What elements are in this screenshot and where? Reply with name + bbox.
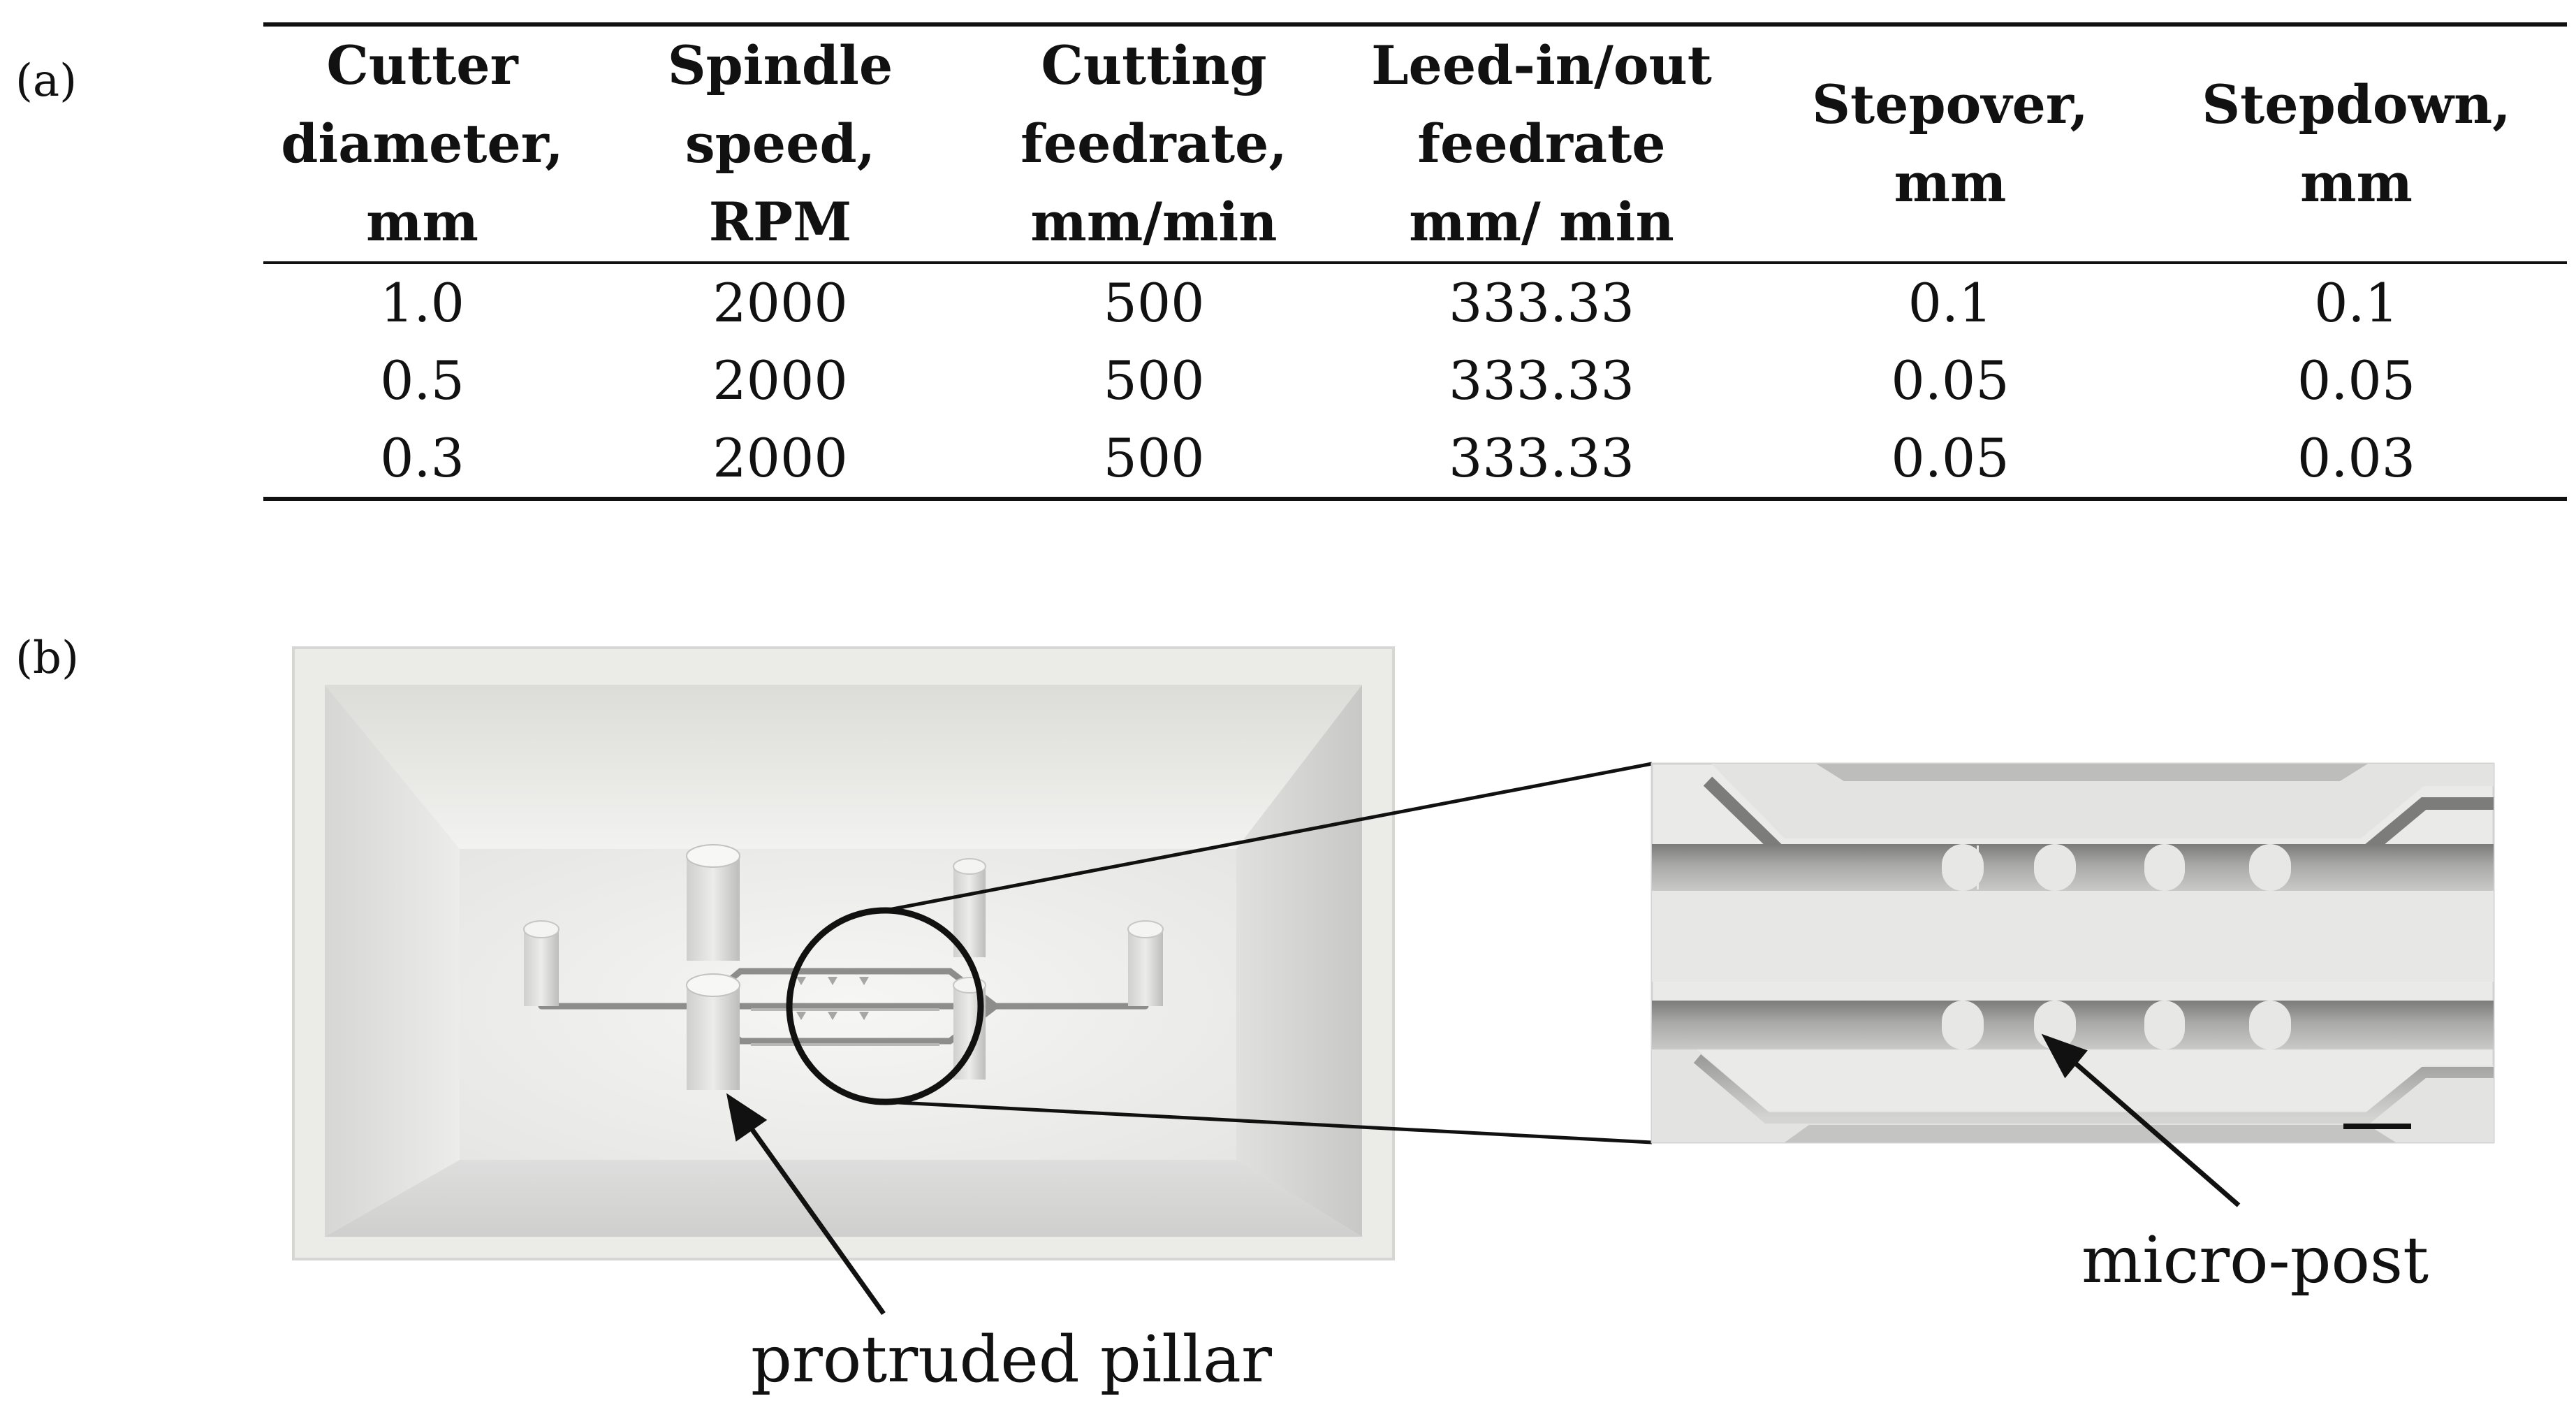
table-cell: 0.05 [1891,427,2010,489]
header-stepover: Stepover, mm [1812,73,2088,214]
table-cell: 0.03 [2297,427,2416,489]
protruded-pillars [686,844,740,1090]
panel-label-a: (a) [15,55,78,107]
table-cell: 333.33 [1449,349,1634,412]
machining-parameters-table: Cutter diameter, mm Spindle speed, RPM C… [263,22,2567,501]
zoom-lines [884,762,1653,1144]
table-row: 1.0 2000 500 333.33 0.1 0.1 [263,263,2567,342]
header-cutting-feedrate: Cutting feedrate, mm/min [1020,34,1287,253]
table-cell: 2000 [712,272,848,334]
table-cell: 333.33 [1449,427,1634,489]
table-cell: 500 [1103,272,1205,334]
zoom-circle [786,907,984,1105]
table-cell: 0.3 [380,427,464,489]
table-cell: 0.5 [380,349,464,412]
table-cell: 0.05 [2297,349,2416,412]
table-cell: 0.1 [1908,272,1993,334]
header-cutter-diameter: Cutter diameter, mm [281,34,564,253]
table-row: 0.3 2000 500 333.33 0.05 0.03 [263,419,2567,499]
channel-network [538,968,1149,1045]
outer-pillars [523,858,1164,1080]
table-cell: 333.33 [1449,272,1634,334]
micro-post-markers [796,977,869,1020]
micro-posts-upper [1942,844,2291,891]
table-cell: 2000 [712,427,848,489]
table-cell: 0.1 [2314,272,2399,334]
mold-render [292,646,1395,1260]
table-cell: 2000 [712,349,848,412]
zoom-inset [1651,762,2495,1144]
table-row: 0.5 2000 500 333.33 0.05 0.05 [263,342,2567,419]
table-cell: 1.0 [380,272,464,334]
table-cell: 500 [1103,427,1205,489]
micro-post-label: micro-post [2081,1223,2429,1298]
header-leed-feedrate: Leed-in/out feedrate mm/ min [1371,34,1712,253]
table-cell: 500 [1103,349,1205,412]
header-stepdown: Stepdown, mm [2202,73,2511,214]
callout-arrows [726,1033,2241,1316]
micro-posts-lower [1942,1001,2291,1049]
panel-label-b: (b) [15,632,79,684]
protruded-pillar-label: protruded pillar [751,1322,1272,1397]
table-cell: 0.05 [1891,349,2010,412]
header-spindle-speed: Spindle speed, RPM [667,34,893,253]
table-header-row: Cutter diameter, mm Spindle speed, RPM C… [263,24,2567,263]
